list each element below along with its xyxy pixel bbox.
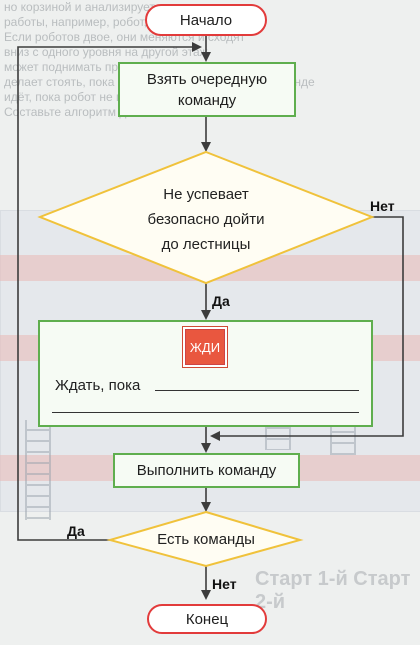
has-commands-diamond xyxy=(106,510,304,568)
arrow-decision-no xyxy=(210,216,404,441)
decision-line3: до лестницы xyxy=(161,236,251,253)
decision-no-label: Нет xyxy=(370,198,395,214)
start-terminal: Начало xyxy=(145,4,267,36)
start-label: Начало xyxy=(179,11,233,29)
ladder-icon xyxy=(25,420,51,520)
answer-blank-line xyxy=(52,412,359,413)
execute-command-label: Выполнить команду xyxy=(136,462,277,479)
end-label: Конец xyxy=(185,610,229,628)
answer-blank-line xyxy=(155,390,359,391)
take-command-block: Взять очередную команду xyxy=(118,62,296,117)
decision-yes-label: Да xyxy=(212,293,230,309)
has-commands-no-label: Нет xyxy=(212,576,237,592)
has-commands-yes-label: Да xyxy=(67,523,85,539)
execute-command-block: Выполнить команду xyxy=(113,453,300,488)
decision-line2: безопасно дойти xyxy=(147,211,265,228)
decision-line1: Не успевает xyxy=(163,186,249,203)
end-terminal: Конец xyxy=(147,604,267,634)
decision-text: Не успевает безопасно дойти до лестницы xyxy=(110,182,302,257)
take-command-line2: команду xyxy=(177,91,237,109)
wait-until-text: Ждать, пока xyxy=(55,377,141,394)
has-commands-text: Есть команды xyxy=(130,527,282,552)
has-commands-label: Есть команды xyxy=(157,531,255,548)
wait-command-label: ЖДИ xyxy=(189,339,221,355)
bg-line: вниз с одного уровня на другой этаж xyxy=(4,45,208,59)
wait-command-block: ЖДИ xyxy=(182,326,228,368)
take-command-line1: Взять очередную xyxy=(146,70,268,88)
arrow-check-yes-loopback xyxy=(17,42,202,541)
decision-diamond xyxy=(37,150,375,285)
